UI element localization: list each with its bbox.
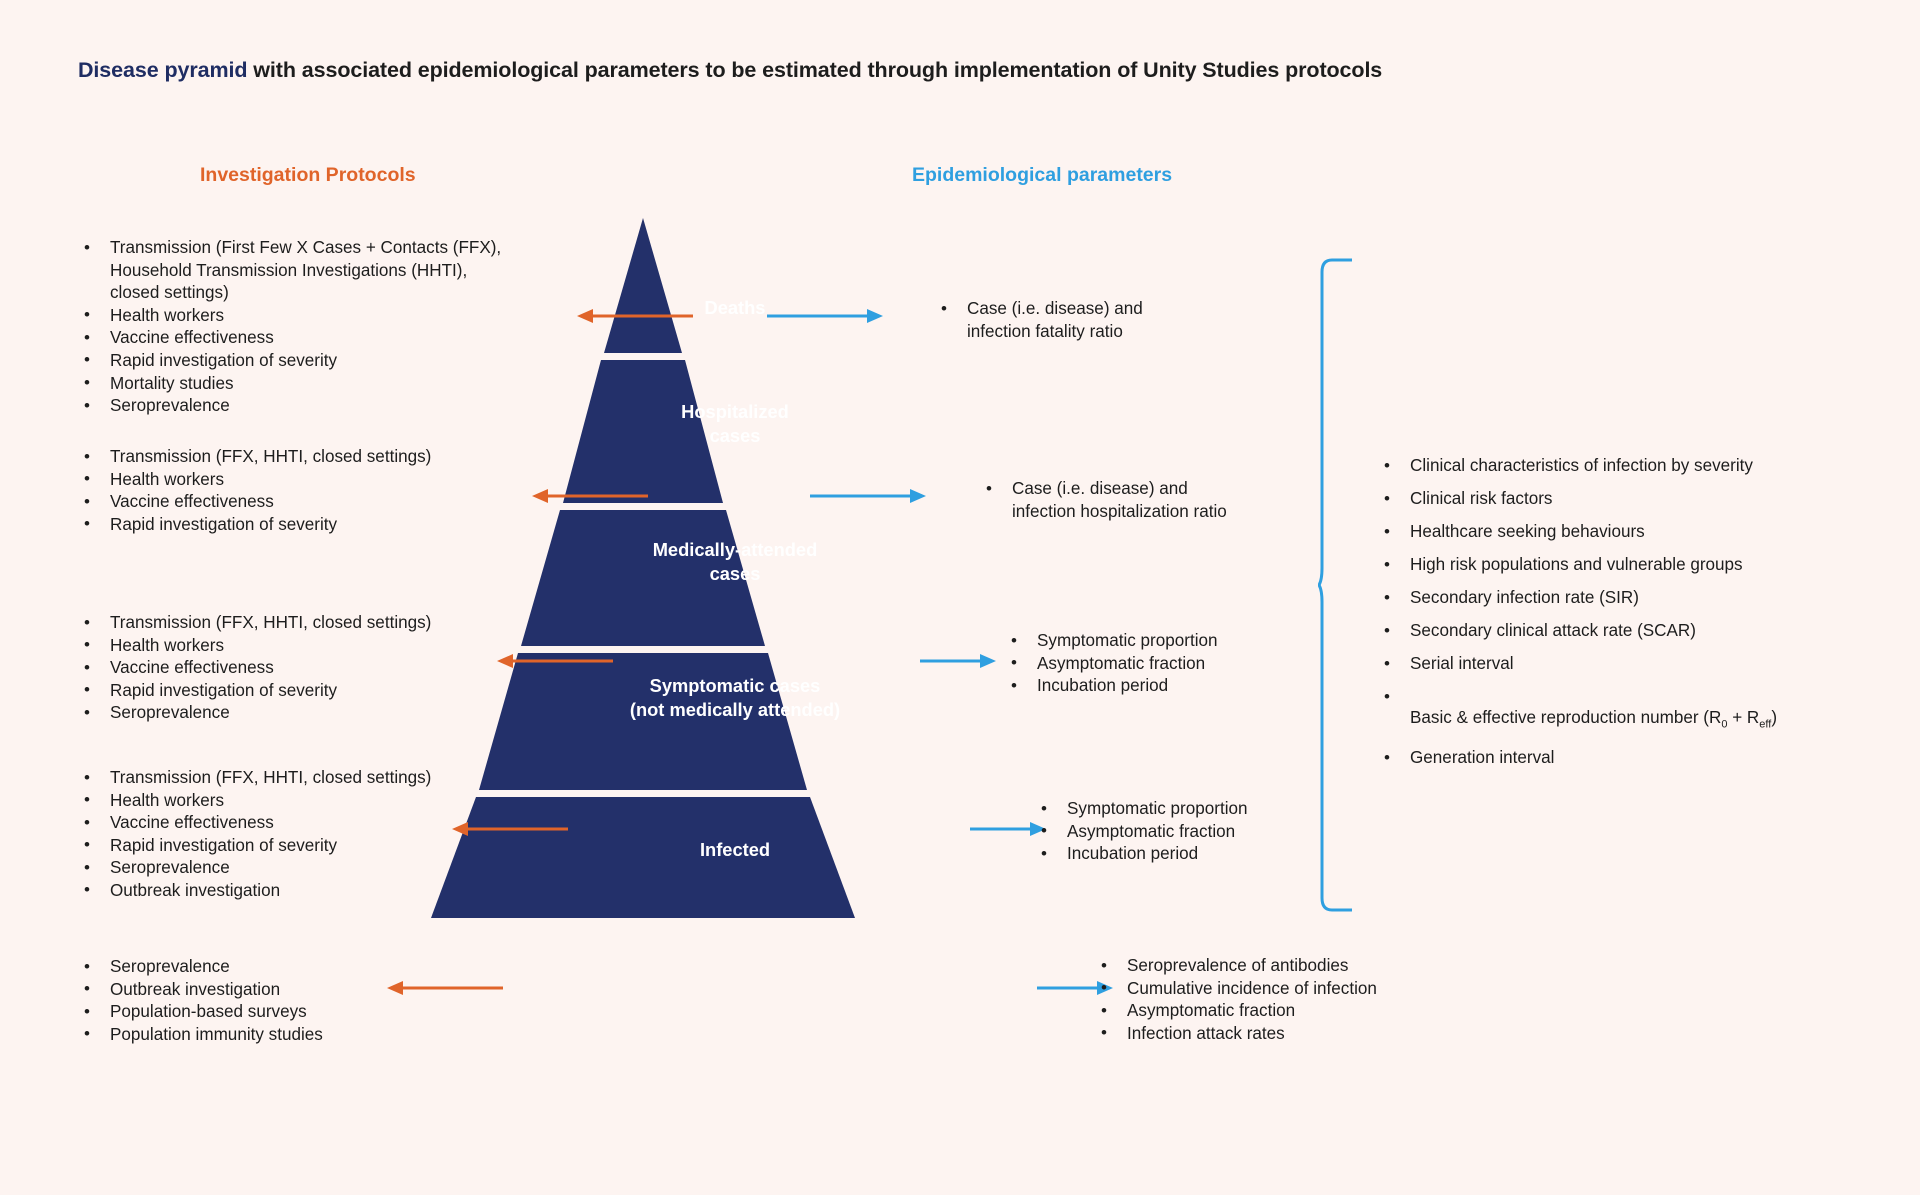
protocols-symptomatic-cases: Transmission (FFX, HHTI, closed settings… <box>78 767 598 903</box>
list-item: Symptomatic proportion <box>1005 630 1405 653</box>
list-item: Rapid investigation of severity <box>78 679 598 703</box>
page-title: Disease pyramid with associated epidemio… <box>78 58 1382 83</box>
page-title-accent: Disease pyramid <box>78 58 248 82</box>
list-item: High risk populations and vulnerable gro… <box>1378 554 1898 577</box>
list-item: Case (i.e. disease) and infection hospit… <box>980 477 1410 523</box>
list-item: Population immunity studies <box>78 1023 598 1047</box>
parameters-hospitalized-cases: Case (i.e. disease) and infection hospit… <box>980 477 1410 523</box>
list-item: Asymptomatic fraction <box>1095 1000 1525 1023</box>
list-item: Clinical characteristics of infection by… <box>1378 455 1898 478</box>
arrow-right-deaths <box>767 309 883 323</box>
parameters-deaths: Case (i.e. disease) and infection fatali… <box>935 297 1355 343</box>
arrow-right-medically-attended-cases <box>920 654 996 668</box>
list-item: Health workers <box>78 304 598 328</box>
list-item: Serial interval <box>1378 653 1898 676</box>
list-item: Rapid investigation of severity <box>78 513 598 537</box>
protocols-hospitalized-cases: Transmission (FFX, HHTI, closed settings… <box>78 446 598 536</box>
pyramid-level-hospitalized-cases <box>563 360 723 503</box>
list-item: Seroprevalence of antibodies <box>1095 955 1525 978</box>
list-item: Health workers <box>78 789 598 813</box>
list-item: Seroprevalence <box>78 702 598 725</box>
list-item: Asymptomatic fraction <box>1005 652 1405 676</box>
pyramid-level-deaths <box>604 218 682 353</box>
list-item: Asymptomatic fraction <box>1035 820 1435 844</box>
parameters-infected: Seroprevalence of antibodies Cumulative … <box>1095 955 1525 1045</box>
list-item: Health workers <box>78 468 598 492</box>
epidemiological-parameters-heading: Epidemiological parameters <box>912 164 1173 186</box>
list-item: Vaccine effectiveness <box>78 657 598 680</box>
list-item: Case (i.e. disease) and infection fatali… <box>935 297 1355 343</box>
list-item: Seroprevalence <box>78 857 598 880</box>
list-item: Outbreak investigation <box>78 879 598 903</box>
list-item: Generation interval <box>1378 747 1898 770</box>
list-item: Incubation period <box>1005 675 1405 698</box>
list-item: Transmission (FFX, HHTI, closed settings… <box>78 446 598 469</box>
arrow-right-hospitalized-cases <box>810 489 926 503</box>
parameters-symptomatic-cases: Symptomatic proportion Asymptomatic frac… <box>1035 798 1435 866</box>
list-item: Vaccine effectiveness <box>78 491 598 514</box>
list-item: Health workers <box>78 634 598 658</box>
parameters-medically-attended-cases: Symptomatic proportion Asymptomatic frac… <box>1005 630 1405 698</box>
list-item: Secondary clinical attack rate (SCAR) <box>1378 620 1898 643</box>
list-item: Secondary infection rate (SIR) <box>1378 587 1898 610</box>
investigation-protocols-heading: Investigation Protocols <box>200 164 416 186</box>
list-item: Transmission (First Few X Cases + Contac… <box>78 237 598 305</box>
list-item: Infection attack rates <box>1095 1022 1525 1046</box>
list-item: Mortality studies <box>78 372 598 396</box>
list-item: Healthcare seeking behaviours <box>1378 521 1898 544</box>
list-item: Incubation period <box>1035 843 1435 866</box>
list-item: Vaccine effectiveness <box>78 812 598 835</box>
protocols-deaths: Transmission (First Few X Cases + Contac… <box>78 237 598 418</box>
list-item: Outbreak investigation <box>78 978 598 1002</box>
list-item: Transmission (FFX, HHTI, closed settings… <box>78 767 598 790</box>
list-item: Cumulative incidence of infection <box>1095 977 1525 1001</box>
list-item: Rapid investigation of severity <box>78 349 598 373</box>
list-item: Transmission (FFX, HHTI, closed settings… <box>78 612 598 635</box>
list-item: Seroprevalence <box>78 395 598 418</box>
protocols-infected: Seroprevalence Outbreak investigation Po… <box>78 956 598 1046</box>
protocols-medically-attended-cases: Transmission (FFX, HHTI, closed settings… <box>78 612 598 725</box>
list-item: Seroprevalence <box>78 956 598 979</box>
list-item: Rapid investigation of severity <box>78 834 598 858</box>
list-item: Clinical risk factors <box>1378 488 1898 511</box>
list-item: Symptomatic proportion <box>1035 798 1435 821</box>
list-item: Vaccine effectiveness <box>78 327 598 350</box>
list-item: Population-based surveys <box>78 1001 598 1024</box>
cross-cutting-brace <box>1318 258 1352 912</box>
cross-cutting-parameters: Clinical characteristics of infection by… <box>1378 455 1898 780</box>
list-item-reproduction-number: Basic & effective reproduction number (R… <box>1378 685 1898 735</box>
page-title-rest: with associated epidemiological paramete… <box>247 58 1383 82</box>
